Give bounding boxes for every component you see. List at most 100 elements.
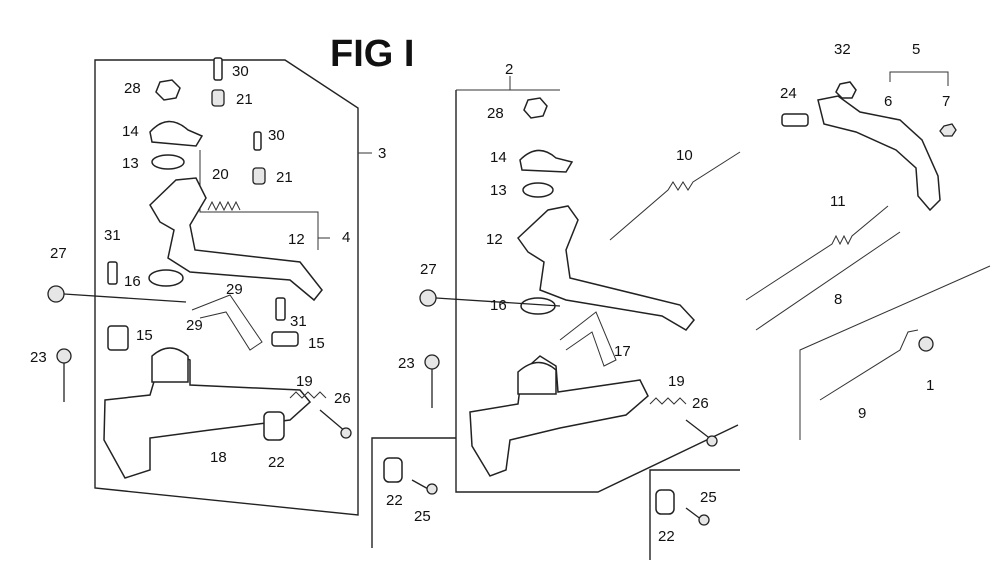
callout-16: 16	[124, 273, 141, 290]
bolt-30-top	[213, 57, 223, 81]
clip-15-right	[271, 331, 299, 347]
collar-22-left	[263, 411, 285, 441]
left-assembly-frame	[94, 59, 359, 516]
group-4-bracket	[199, 150, 319, 250]
middle-assembly-frame	[455, 90, 739, 493]
callout-15: 15	[308, 335, 325, 352]
callout-11: 11	[830, 193, 846, 210]
figure-title: FIG I	[330, 33, 414, 75]
callout-14: 14	[490, 149, 507, 166]
callout-27: 27	[420, 261, 437, 278]
callout-31: 31	[290, 313, 307, 330]
clip-15-left	[107, 325, 129, 351]
bolt-26-mid-head	[706, 435, 718, 447]
bolt-27-head	[47, 285, 65, 303]
callout-28: 28	[124, 80, 141, 97]
bolt-23-mid-head	[424, 354, 440, 370]
control-lever-12	[149, 177, 323, 302]
rod-11	[745, 205, 889, 301]
washer-16	[148, 269, 184, 287]
callout-8: 8	[834, 291, 842, 308]
bolt-26-mid	[685, 419, 713, 441]
callout-7: 7	[942, 93, 950, 110]
bolt-26-left-head	[340, 427, 352, 439]
callout-19: 19	[668, 373, 685, 390]
lower-right-inset: 22 25	[649, 469, 740, 560]
nut-28	[155, 79, 181, 101]
callout-21: 21	[236, 91, 253, 108]
bolt-27-leader	[63, 293, 187, 303]
callout-18: 18	[210, 449, 227, 466]
callout-13: 13	[122, 155, 139, 172]
callout-2: 2	[505, 61, 513, 78]
right-parts: 32 5 24 6 7 11 8 1 9	[745, 41, 991, 440]
callout-15: 15	[136, 327, 153, 344]
nut-21-mid	[252, 167, 266, 185]
callout-26: 26	[692, 395, 709, 412]
clip-1	[918, 336, 934, 352]
callout-17: 17	[614, 343, 631, 360]
callout-25: 25	[700, 489, 717, 506]
nut-7	[939, 123, 957, 137]
mount-boss-left	[151, 347, 189, 383]
callout-24: 24	[780, 85, 797, 102]
callout-32: 32	[834, 41, 851, 58]
cap-14-mid	[519, 149, 574, 173]
bolt-23-head	[56, 348, 72, 364]
control-lever-12-mid	[517, 205, 695, 331]
bolt-30-mid	[253, 131, 262, 151]
callout-29: 29	[226, 281, 243, 298]
callout-5: 5	[912, 41, 920, 58]
callout-21: 21	[276, 169, 293, 186]
link-17	[559, 311, 617, 367]
washer-13	[151, 154, 185, 170]
lower-middle-inset: 22 25	[371, 437, 456, 548]
callout-10: 10	[676, 147, 693, 164]
callout-19: 19	[296, 373, 313, 390]
spring-10	[609, 151, 741, 241]
bolt-27-mid-leader	[435, 297, 561, 307]
collar-22-right	[655, 489, 675, 515]
callout-13: 13	[490, 182, 507, 199]
right-frame	[799, 265, 991, 440]
nut-32	[835, 81, 857, 99]
callout-31: 31	[104, 227, 121, 244]
callout-26: 26	[334, 390, 351, 407]
screw-31-right	[275, 297, 286, 321]
callout-12: 12	[288, 231, 305, 248]
spring-19-mid	[649, 397, 687, 405]
callout-22: 22	[386, 492, 403, 509]
callout-20: 20	[212, 166, 229, 183]
spring-19-left	[289, 391, 327, 399]
callout-6: 6	[884, 93, 892, 110]
cap-14	[149, 120, 204, 147]
spring-20	[207, 200, 241, 212]
callout-22: 22	[268, 454, 285, 471]
callout-9: 9	[858, 405, 866, 422]
callout-25: 25	[414, 508, 431, 525]
callout-4: 4	[342, 229, 350, 246]
nut-28-mid	[523, 97, 548, 119]
group-5-bracket	[889, 71, 949, 86]
rod-9	[819, 329, 919, 401]
callout-23: 23	[398, 355, 415, 372]
throttle-arm-6	[817, 95, 941, 212]
screw-31-left	[107, 261, 118, 285]
callout-14: 14	[122, 123, 139, 140]
inset-frame-right	[649, 469, 740, 560]
bolt-27-mid-head	[419, 289, 437, 307]
callout-12: 12	[486, 231, 503, 248]
bolt-25-mid-head	[426, 483, 438, 495]
washer-16-mid	[520, 297, 556, 315]
collar-22-mid	[383, 457, 403, 483]
nut-21-top	[211, 89, 225, 107]
callout-29: 29	[186, 317, 203, 334]
base-plate-mid	[469, 355, 649, 477]
callout-28: 28	[487, 105, 504, 122]
bolt-26-left	[319, 409, 347, 433]
callout-22: 22	[658, 528, 675, 545]
rod-8	[755, 231, 901, 331]
callout-30: 30	[232, 63, 249, 80]
link-29	[191, 294, 263, 351]
callout-16: 16	[490, 297, 507, 314]
